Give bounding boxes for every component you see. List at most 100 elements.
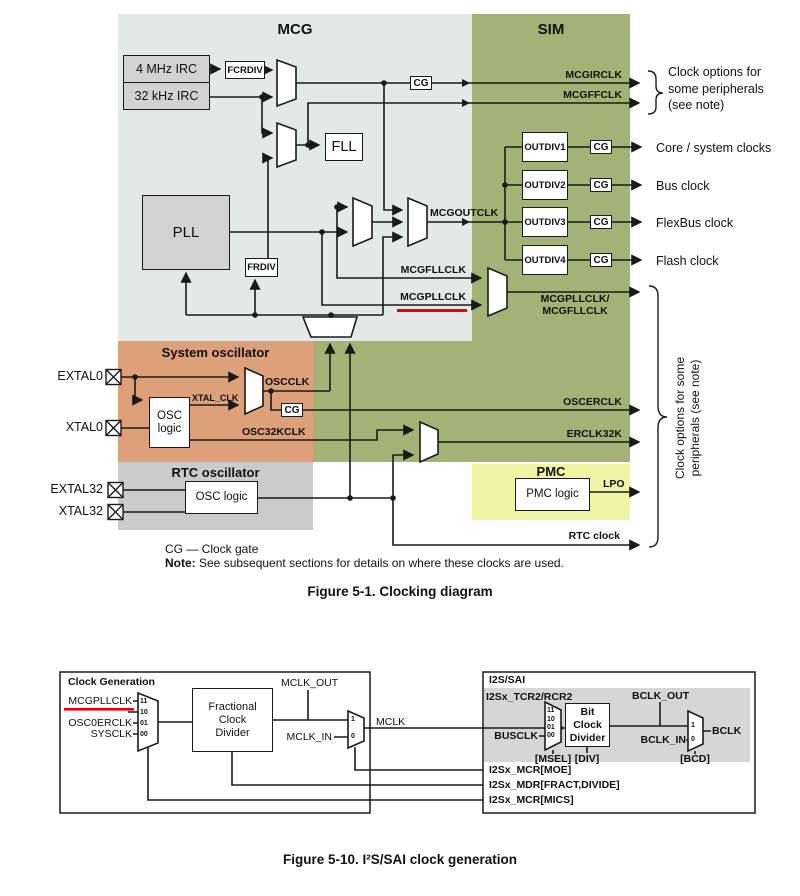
oscerclk-label: OSCERCLK: [563, 396, 622, 408]
fig2-frames: [59, 671, 756, 814]
red-underlines: [64, 309, 467, 711]
mics-label: I2Sx_MCR[MICS]: [489, 794, 574, 806]
rtc-clock-label: RTC clock: [568, 530, 620, 542]
mcgfllclk-label: MCGFLLCLK: [400, 264, 466, 276]
mux-mclk-src-sel-10: 10: [140, 709, 148, 716]
irc4-box: 4 MHz IRC: [123, 55, 210, 83]
extal32-label: EXTAL32: [50, 482, 103, 496]
mcgffclk-label: MCGFFCLK: [563, 89, 622, 101]
fig2-mcgpllclk-label: MCGPLLCLK: [68, 695, 132, 707]
extal0-label: EXTAL0: [57, 369, 103, 383]
osc-logic-sys-box: OSC logic: [149, 397, 190, 448]
mux-oscclk: [244, 366, 264, 416]
i2s-title: I2S/SAI: [489, 674, 526, 686]
boundary-arrowheads: [462, 79, 470, 226]
pll-box: PLL: [142, 195, 230, 270]
cg-box-flexbus: CG: [590, 215, 612, 229]
cg-legend: CG — Clock gate: [165, 542, 259, 556]
mux-mclk-out: [347, 709, 365, 750]
rtcosc-region-title: RTC oscillator: [171, 465, 260, 480]
fract-label: I2Sx_MDR[FRACT,DIVIDE]: [489, 779, 620, 791]
outdiv1-box: OUTDIV1: [522, 132, 568, 162]
mux-mclk-out-sel-1: 1: [351, 716, 355, 723]
bcd-label: [BCD]: [680, 753, 710, 765]
underline-mcgpllclk: [397, 309, 467, 312]
mux-bcd-sel-0: 0: [691, 736, 695, 743]
brace-side: [648, 285, 668, 548]
mcgpllclk-label: MCGPLLCLK: [400, 291, 466, 303]
fig2-osc0erclk-label: OSC0ERCLK: [68, 717, 132, 729]
mux-erclk32k: [419, 420, 439, 464]
note-label: Note:: [165, 556, 196, 570]
mcg-region-title: MCG: [277, 21, 313, 38]
pad-symbols: [105, 368, 124, 521]
pad-extal32: [107, 481, 124, 499]
arrow-wires: [121, 63, 643, 734]
div-label: [DIV]: [574, 753, 600, 765]
xtal32-label: XTAL32: [58, 504, 103, 518]
clock-options-side-label: Clock options for some peripherals (see …: [673, 356, 702, 480]
mux-mclk-src: [137, 691, 159, 753]
mux-mclk-src-sel-00: 00: [140, 731, 148, 738]
clock-options-top-label: Clock options for some peripherals (see …: [668, 65, 764, 112]
mux-msel-sel-00: 00: [547, 732, 555, 739]
mux-mclk-src-sel-01: 01: [140, 720, 148, 727]
mux-irc: [276, 58, 297, 108]
outdiv4-box: OUTDIV4: [522, 245, 568, 275]
mux-mcgout: [407, 196, 428, 248]
cg-box-flash: CG: [590, 253, 612, 267]
moe-label: I2Sx_MCR[MOE]: [489, 764, 572, 776]
mux-msel-sel-01: 01: [547, 724, 555, 731]
sim-region-title: SIM: [537, 21, 565, 38]
outdiv2-box: OUTDIV2: [522, 170, 568, 200]
frdiv-box: FRDIV: [245, 258, 278, 277]
fractional-clock-divider-box: Fractional Clock Divider: [192, 688, 273, 752]
pmc-region-title: PMC: [536, 464, 566, 479]
mclk-in-label: MCLK_IN: [286, 731, 332, 743]
outdiv3-box: OUTDIV3: [522, 207, 568, 237]
mcgpll-fll-label: MCGPLLCLK/ MCGFLLCLK: [540, 293, 610, 317]
cg-box-core: CG: [590, 140, 612, 154]
fcrdiv-box: FCRDIV: [225, 61, 265, 79]
mux-fll-ref: [276, 121, 297, 169]
braces: [647, 70, 668, 548]
fig1-caption: Figure 5-1. Clocking diagram: [307, 584, 493, 599]
bclk-out-label: BCLK_OUT: [632, 690, 690, 702]
erclk32k-label: ERCLK32K: [566, 428, 622, 440]
fig2-caption: Figure 5-10. I²S/SAI clock generation: [282, 852, 518, 867]
cg-box-mcgir: CG: [410, 76, 432, 90]
mux-msel: [544, 700, 562, 752]
pad-xtal0: [105, 419, 122, 437]
msel-label: [MSEL]: [534, 753, 572, 765]
bclk-in-label: BCLK_IN: [640, 734, 686, 746]
mux-msel-sel-10: 10: [547, 716, 555, 723]
bus-clock-label: Bus clock: [656, 179, 710, 193]
busclk-label: BUSCLK: [494, 730, 538, 742]
mux-pll-fll: [352, 196, 373, 248]
wires: [121, 146, 711, 801]
mux-sim-pllfll: [487, 266, 508, 318]
mclk-label: MCLK: [376, 716, 406, 728]
tcr2-label: I2Sx_TCR2/RCR2: [486, 691, 573, 703]
bclk-label: BCLK: [712, 725, 742, 737]
xtal-clk-label: XTAL_CLK: [192, 393, 239, 403]
mcgirclk-label: MCGIRCLK: [565, 69, 622, 81]
osc32kclk-label: OSC32KCLK: [242, 426, 306, 438]
fll-box: FLL: [325, 133, 363, 161]
fig2-sysclk-label: SYSCLK: [90, 728, 132, 740]
pmc-logic-box: PMC logic: [515, 478, 590, 511]
mux-mclk-src-sel-11: 11: [140, 698, 148, 705]
junction-dots: [132, 80, 508, 501]
pad-xtal32: [107, 503, 124, 521]
mux-msel-sel-11: 11: [547, 707, 555, 714]
note-line: Note: See subsequent sections for detail…: [165, 556, 564, 570]
mcgoutclk-label: MCGOUTCLK: [430, 207, 499, 219]
mclk-out-label: MCLK_OUT: [281, 677, 339, 689]
mux-bcd: [687, 709, 704, 753]
clockgen-title: Clock Generation: [68, 676, 155, 688]
lpo-label: LPO: [603, 478, 625, 490]
mux-extref: [301, 316, 359, 338]
irc32-box: 32 kHz IRC: [123, 82, 210, 110]
underline-mcgpllclk-fig2: [64, 708, 134, 711]
